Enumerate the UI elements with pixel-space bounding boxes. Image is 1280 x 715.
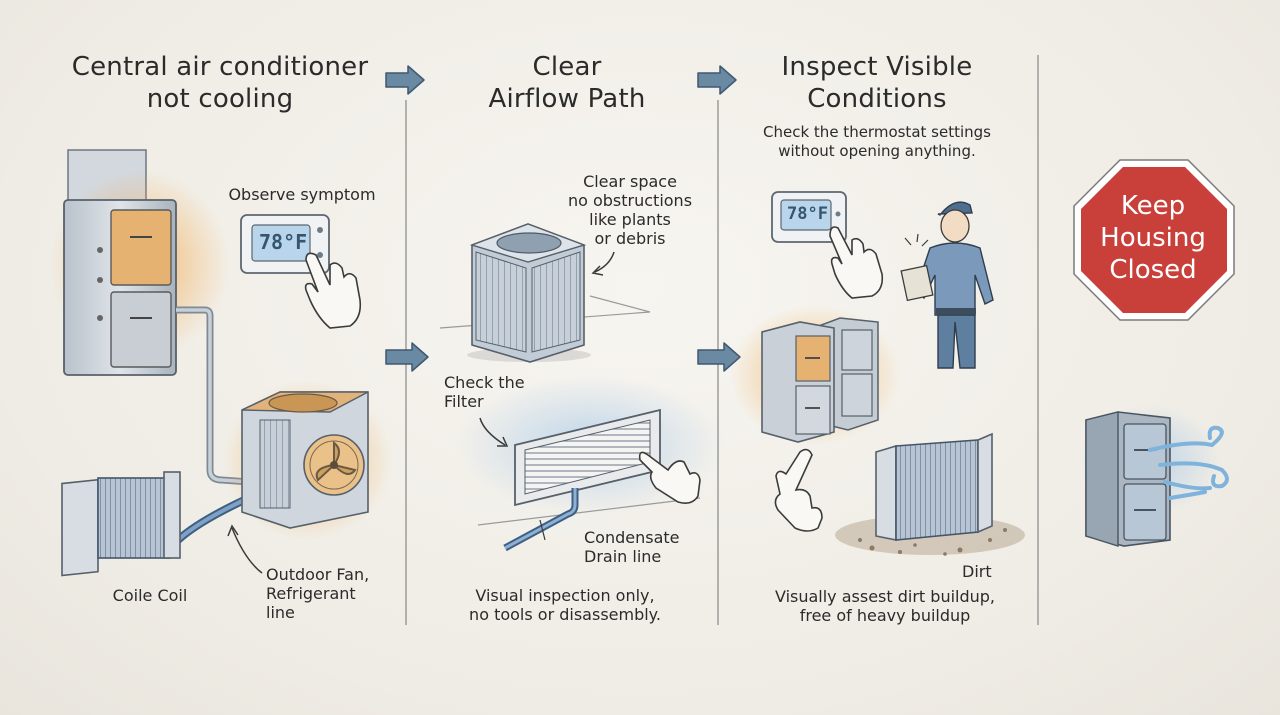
drain-label-line1: Condensate <box>584 528 680 547</box>
stop-sign-line2: Housing <box>1100 223 1206 253</box>
hand-pointer-icon <box>829 226 884 299</box>
panel1-title-line2: not cooling <box>146 84 294 114</box>
filter-label-line2: Filter <box>444 392 484 411</box>
observe-symptom-label: Observe symptom <box>228 185 376 204</box>
coil-icon <box>875 432 993 541</box>
assess-note-line2: free of heavy buildup <box>799 606 971 625</box>
hand-pointer-icon <box>304 252 362 329</box>
furnace-icon <box>761 317 879 443</box>
coil-icon <box>61 471 181 577</box>
panel1-title-line1: Central air conditioner <box>71 52 369 82</box>
fan-label-line3: line <box>266 603 295 622</box>
coil-label: Coile Coil <box>112 586 188 605</box>
drain-label-line2: Drain line <box>584 547 662 566</box>
stop-sign-text: Keep Housing Closed <box>1076 190 1230 286</box>
stop-sign-line1: Keep <box>1120 191 1186 221</box>
clear-space-line1: Clear space <box>583 172 677 191</box>
thermostat-note-line2: without opening anything. <box>778 142 976 160</box>
thermostat-reading: 78°F <box>787 204 828 224</box>
filter-label-line1: Check the <box>444 373 525 392</box>
stop-sign-line3: Closed <box>1109 255 1197 285</box>
fan-label-line1: Outdoor Fan, <box>266 565 370 584</box>
outdoor-unit-icon <box>241 391 369 529</box>
panel3-title-line1: Inspect Visible <box>781 52 973 82</box>
technician-icon <box>900 201 994 369</box>
dirt-label: Dirt <box>962 562 992 581</box>
fan-label-line2: Refrigerant <box>266 584 356 603</box>
visual-note-line2: no tools or disassembly. <box>469 605 661 624</box>
hand-pointer-icon <box>638 451 701 504</box>
outdoor-unit-icon <box>467 223 591 363</box>
visual-note-line1: Visual inspection only, <box>475 586 655 605</box>
panel2-title-line1: Clear <box>532 52 602 82</box>
furnace-icon <box>63 199 177 376</box>
thermostat-reading: 78°F <box>259 230 308 254</box>
furnace-icon <box>1085 411 1171 547</box>
panel2-title-line2: Airflow Path <box>488 84 646 114</box>
clear-space-line4: or debris <box>594 229 666 248</box>
assess-note-line1: Visually assest dirt buildup, <box>774 587 996 606</box>
clear-space-line3: like plants <box>589 210 671 229</box>
hand-pointer-icon <box>774 448 823 532</box>
thermostat-note-line1: Check the thermostat settings <box>763 123 991 141</box>
arrow-right-icon <box>385 65 741 372</box>
airflow-icon <box>1148 425 1229 500</box>
stop-sign-icon <box>1073 159 1235 321</box>
clear-space-line2: no obstructions <box>567 191 693 210</box>
panel3-title-line2: Conditions <box>807 84 947 114</box>
thermostat-icon <box>771 191 847 243</box>
